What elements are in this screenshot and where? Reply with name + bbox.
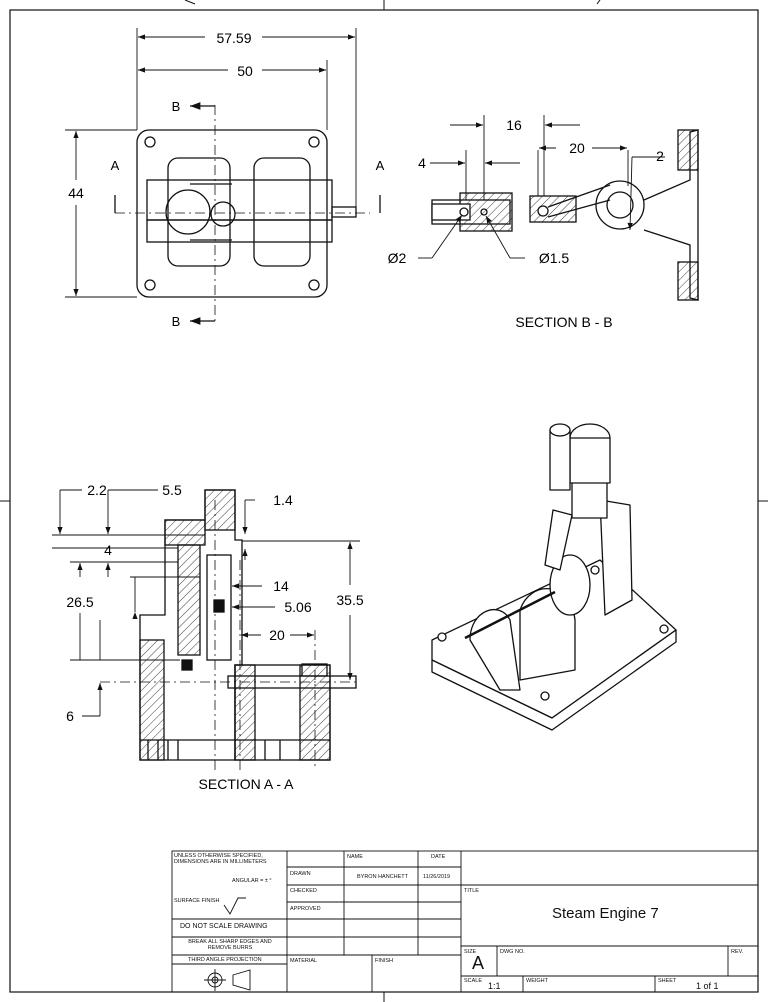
dim-sb-dia15: Ø1.5: [539, 250, 570, 266]
section-aa-dimensions: [52, 489, 360, 717]
tb-drawn-date: 11/26/2019: [423, 874, 451, 880]
cut-label-a-right: A: [376, 158, 385, 173]
tb-size-header: SIZE: [464, 949, 477, 955]
dim-sa-35.5: 35.5: [336, 592, 363, 608]
tb-sheet-header: SHEET: [658, 978, 677, 984]
cutting-plane-markers: [114, 102, 381, 325]
tb-date-header: DATE: [431, 854, 446, 860]
dim-width: 50: [237, 63, 253, 79]
tb-surface-finish: SURFACE FINISH: [174, 898, 220, 904]
dim-sa-26.5: 26.5: [66, 594, 93, 610]
tb-weight: WEIGHT: [526, 978, 548, 984]
section-bb-dimensions: [418, 115, 665, 259]
projection-symbol-icon: [204, 969, 251, 991]
tb-size: A: [472, 953, 485, 973]
tb-scale: 1:1: [488, 981, 501, 991]
top-view: [136, 129, 357, 298]
isometric-view: [431, 423, 677, 731]
dim-sb-20: 20: [569, 140, 585, 156]
tb-finish: FINISH: [375, 958, 394, 964]
dim-sa-4: 4: [104, 542, 112, 558]
tb-drawn-name: BYRON HANCHETT: [357, 874, 409, 880]
dim-sb-dia2: Ø2: [388, 250, 407, 266]
tb-material: MATERIAL: [290, 958, 318, 964]
cut-label-a-left: A: [111, 158, 120, 173]
dim-sa-2.2: 2.2: [87, 482, 107, 498]
tb-scale-header: SCALE: [464, 978, 483, 984]
section-aa-centerlines: [100, 500, 360, 770]
tb-break-edges: BREAK ALL SHARP EDGES AND REMOVE BURRS: [188, 939, 272, 951]
dim-sa-14: 14: [273, 578, 289, 594]
surface-finish-icon: [223, 897, 246, 915]
dim-sa-1.4: 1.4: [273, 492, 293, 508]
tb-drawn: DRAWN: [290, 871, 311, 877]
tb-checked: CHECKED: [290, 888, 317, 894]
dim-height: 44: [68, 185, 84, 201]
tb-name-header: NAME: [347, 854, 363, 860]
tb-rev: REV.: [731, 949, 744, 955]
top-view-dimensions: [65, 28, 357, 298]
dim-sb-2: 2: [656, 148, 664, 164]
top-view-centerlines: [115, 105, 370, 322]
dim-overall-width: 57.59: [216, 30, 251, 46]
tb-projection: THIRD ANGLE PROJECTION: [188, 957, 262, 963]
tb-angular: ANGULAR = ± °: [232, 878, 272, 884]
drawing-title: Steam Engine 7: [552, 905, 659, 922]
tb-title-header: TITLE: [464, 888, 479, 894]
tb-approved: APPROVED: [290, 906, 321, 912]
tb-dwg-no: DWG NO.: [500, 949, 525, 955]
cut-label-b-top: B: [172, 99, 181, 114]
tb-sheet: 1 of 1: [696, 981, 719, 991]
tb-notes: UNLESS OTHERWISE SPECIFIED, DIMENSIONS A…: [174, 853, 267, 865]
title-block-grid: [171, 850, 759, 993]
section-aa-view: [139, 489, 357, 761]
dim-sa-5.06: 5.06: [284, 599, 311, 615]
cut-label-b-bottom: B: [172, 314, 181, 329]
tb-do-not-scale: DO NOT SCALE DRAWING: [180, 923, 268, 930]
dim-sa-20: 20: [269, 627, 285, 643]
dim-sb-4: 4: [418, 155, 426, 171]
dim-sb-16: 16: [506, 117, 522, 133]
dim-sa-6: 6: [66, 708, 74, 724]
section-aa-label: SECTION A - A: [199, 776, 295, 792]
dim-sa-5.5: 5.5: [162, 482, 182, 498]
section-bb-label: SECTION B - B: [515, 314, 612, 330]
